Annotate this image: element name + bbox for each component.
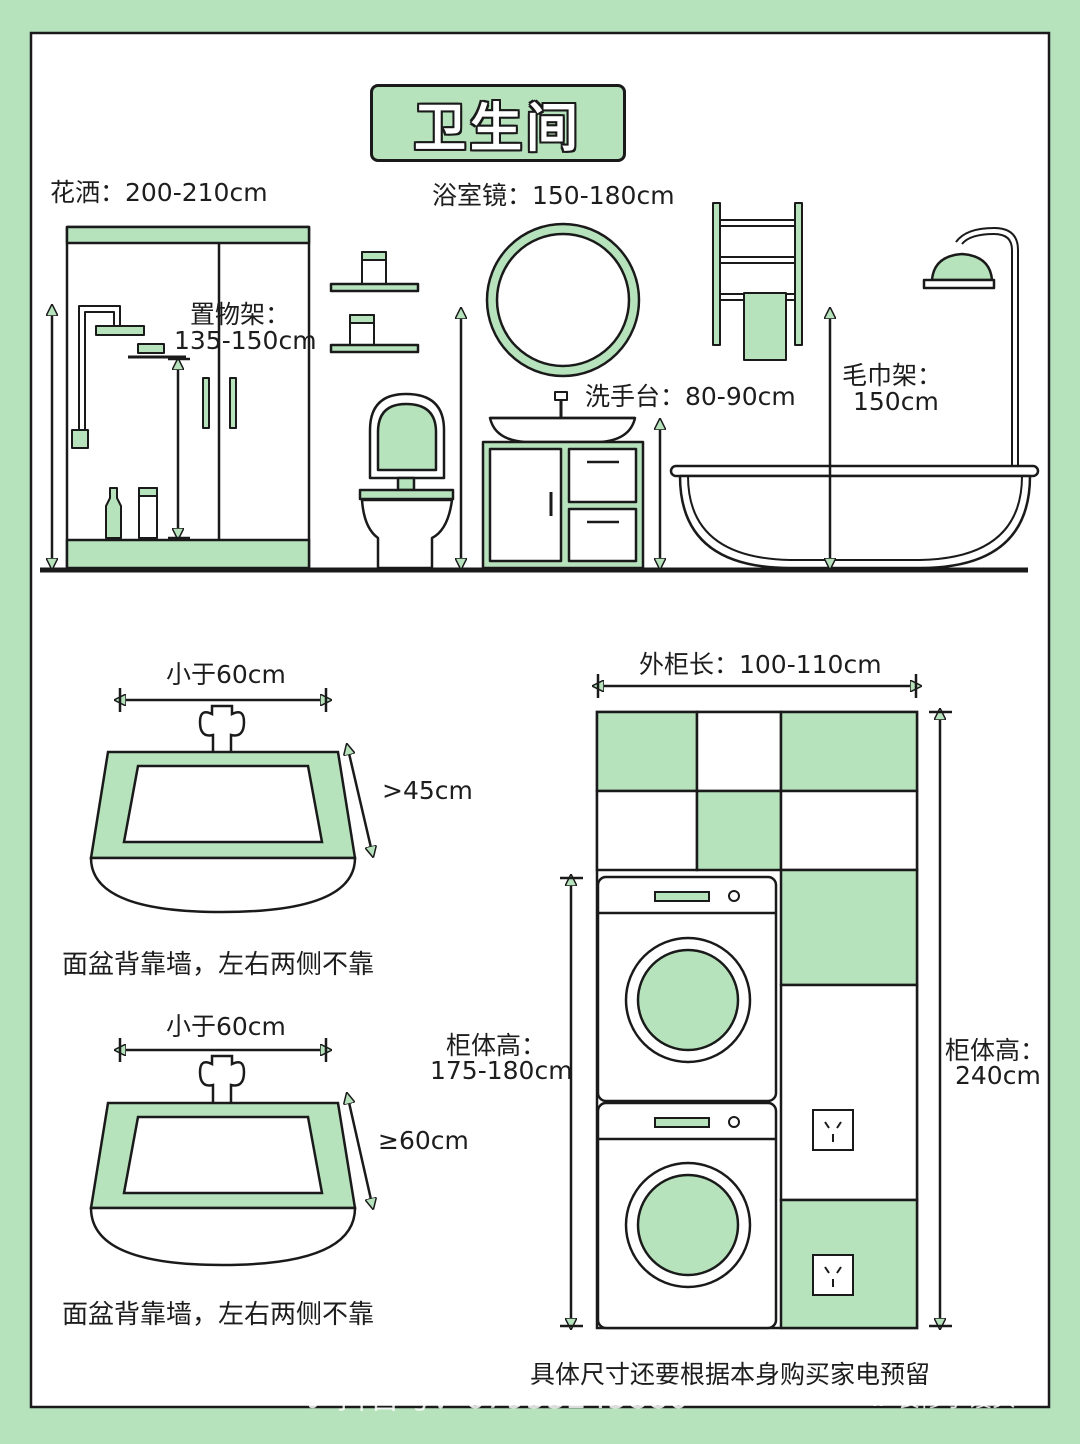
sink-top-depth-label: >45cm — [382, 776, 473, 805]
cabinet-height-left-line1: 柜体高： — [446, 1031, 547, 1060]
vanity-cabinet — [481, 391, 645, 570]
sink-bottom-caption: 面盆背靠墙，左右两侧不靠 — [62, 1300, 375, 1330]
wechat-watermark: ✿ 装修小馒头 — [868, 1378, 1016, 1413]
cabinet-height-left-line2: 175-180cm — [430, 1056, 573, 1085]
sink-plan-top — [89, 688, 372, 914]
cabinet-height-right-line2: 240cm — [955, 1061, 1041, 1090]
wall-shelves — [329, 251, 420, 354]
douyin-watermark: ♪ 抖音号：67953245880 — [306, 1372, 689, 1418]
cabinet-length-label: 外柜长：100-110cm — [639, 650, 882, 679]
sink-bottom-depth-label: ≥60cm — [378, 1126, 469, 1155]
shelf-height-label-line1: 置物架： — [190, 300, 291, 329]
shelf-height-label-line2: 135-150cm — [174, 326, 317, 355]
bathtub-shower — [922, 227, 1019, 470]
round-mirror — [485, 222, 641, 378]
shower-cabin — [65, 225, 311, 570]
page-title: 卫生间 — [413, 98, 582, 159]
towel-height-label-line1: 毛巾架： — [842, 361, 943, 390]
towel-rack — [712, 202, 803, 361]
title-badge: 卫生间 — [370, 84, 626, 162]
bathtub — [669, 464, 1040, 570]
top-dimension-arrows — [52, 310, 830, 564]
footer-note: 具体尺寸还要根据本身购买家电预留 — [530, 1360, 931, 1389]
sink-top-width-label: 小于60cm — [166, 660, 286, 689]
douyin-logo-icon: ♪ — [306, 1378, 337, 1416]
wechat-logo-icon: ✿ — [868, 1384, 896, 1412]
sink-plan-bottom — [89, 1038, 372, 1267]
toilet — [358, 392, 455, 570]
basin-height-label: 洗手台：80-90cm — [585, 382, 796, 411]
sink-top-caption: 面盆背靠墙，左右两侧不靠 — [62, 950, 375, 980]
wechat-account: 装修小馒头 — [895, 1384, 1016, 1412]
douyin-id: 抖音号：67953245880 — [336, 1378, 689, 1416]
sink-bottom-width-label: 小于60cm — [166, 1012, 286, 1041]
shower-height-label: 花洒：200-210cm — [50, 178, 268, 207]
cabinet-height-right-line1: 柜体高： — [945, 1036, 1046, 1065]
laundry-cabinet — [560, 674, 952, 1328]
mirror-height-label: 浴室镜：150-180cm — [432, 181, 675, 210]
towel-height-label-line2: 150cm — [853, 387, 939, 416]
